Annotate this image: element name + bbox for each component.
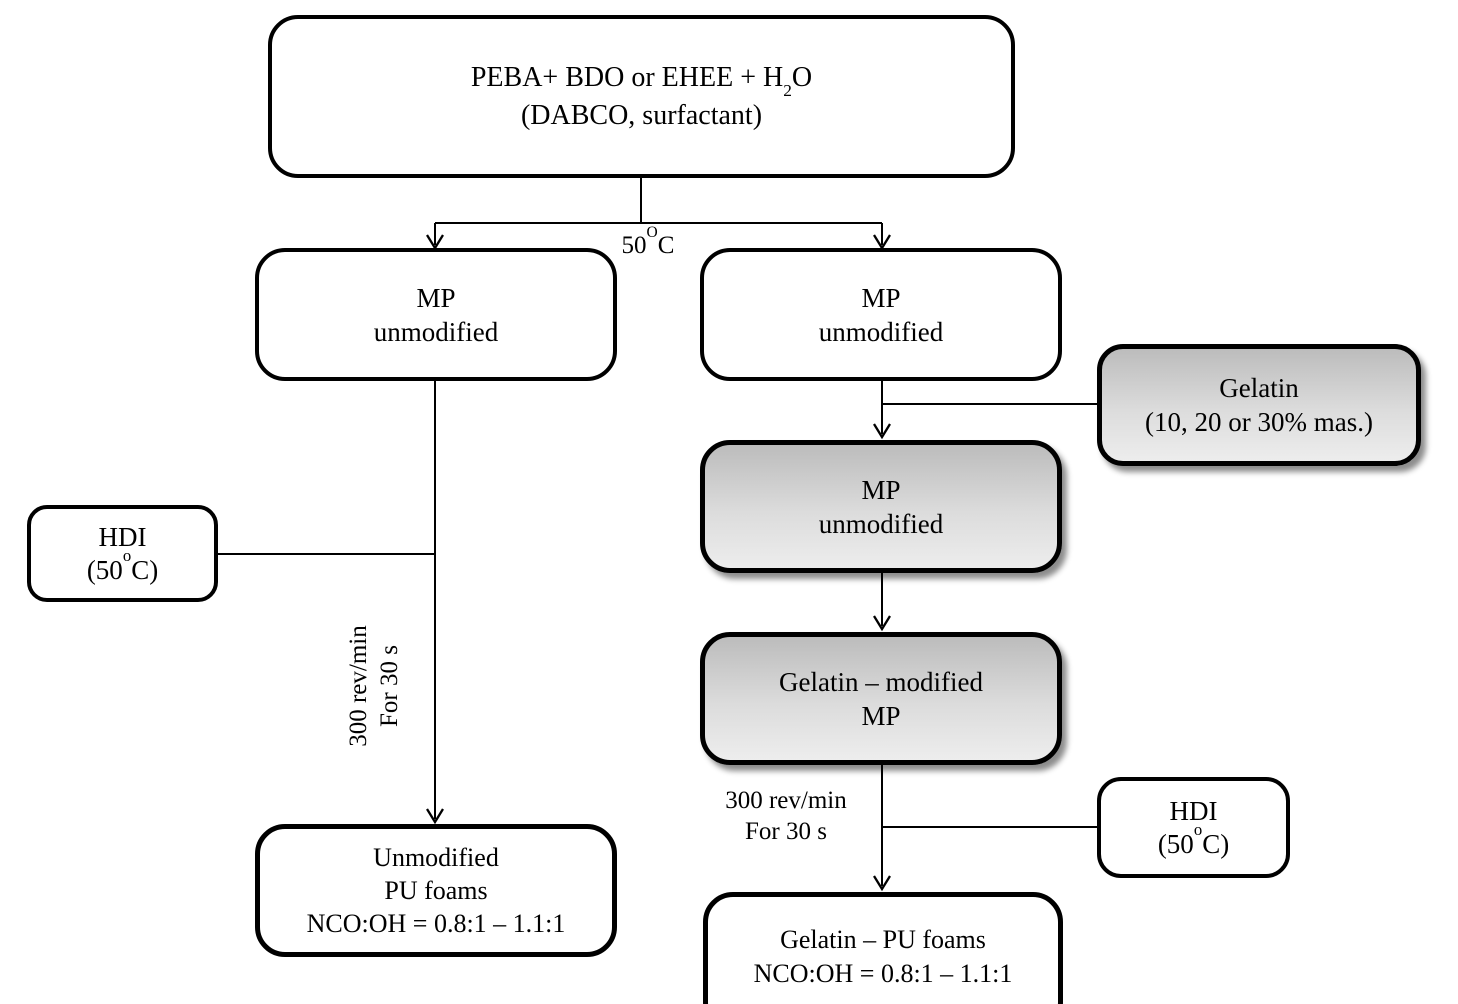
node-start-line1: PEBA+ BDO or EHEE + H2O	[470, 59, 813, 101]
label-temperature-degree: O	[646, 223, 658, 241]
node-hdi-left-unit: C)	[131, 554, 159, 585]
node-gelatin-modified-line2: MP	[861, 700, 901, 731]
arrowhead-to-gelatin-modified	[873, 615, 891, 632]
label-mixing-right-line2: For 30 s	[745, 818, 827, 845]
node-hdi-right-line1: HDI	[1169, 795, 1218, 826]
node-hdi-left-temp: (50	[86, 554, 123, 585]
node-hdi-left-line1: HDI	[98, 521, 147, 552]
node-pu-right-line2: NCO:OH = 0.8:1 – 1.1:1	[753, 959, 1013, 988]
node-hdi-right-line2: (50oC)	[1157, 821, 1230, 861]
node-hdi-right-unit: C)	[1202, 828, 1230, 859]
node-gelatin-modified-line1: Gelatin – modified	[779, 666, 983, 697]
node-mp-gray-line2: unmodified	[818, 508, 944, 539]
node-gelatin: Gelatin (10, 20 or 30% mas.)	[1097, 344, 1421, 466]
label-mixing-right-line1: 300 rev/min	[725, 787, 847, 814]
label-mixing-right: 300 rev/min For 30 s	[696, 785, 876, 847]
label-mixing-left-line2: For 30 s	[376, 645, 403, 727]
arrowhead-to-mp-gray	[873, 423, 891, 440]
node-pu-left: Unmodified PU foams NCO:OH = 0.8:1 – 1.1…	[255, 824, 617, 957]
node-mp-gray: MP unmodified	[700, 440, 1062, 573]
node-pu-left-line2: PU foams	[384, 876, 488, 905]
label-mixing-left-line1: 300 rev/min	[345, 625, 372, 747]
node-hdi-left-degree: o	[122, 545, 132, 565]
node-pu-right-line1: Gelatin – PU foams	[780, 925, 986, 954]
node-mp-gray-line1: MP	[861, 474, 901, 505]
node-start-line1-text: PEBA+ BDO or EHEE + H	[470, 61, 784, 93]
node-start: PEBA+ BDO or EHEE + H2O (DABCO, surfacta…	[268, 15, 1015, 178]
label-temperature-value: 50	[621, 232, 647, 259]
node-gelatin-line1: Gelatin	[1219, 373, 1299, 403]
label-mixing-left: 300 rev/min For 30 s	[343, 611, 407, 761]
node-gelatin-line2: (10, 20 or 30% mas.)	[1145, 407, 1373, 437]
node-hdi-left: HDI (50oC)	[27, 505, 218, 602]
node-pu-left-line3: NCO:OH = 0.8:1 – 1.1:1	[306, 909, 566, 938]
node-mp-right: MP unmodified	[700, 248, 1062, 381]
label-temperature-unit: C	[657, 232, 675, 259]
node-hdi-right-degree: o	[1193, 819, 1203, 839]
node-mp-right-line1: MP	[861, 282, 901, 313]
node-hdi-right: HDI (50oC)	[1097, 777, 1290, 878]
node-start-line1-subscript: 2	[783, 81, 792, 101]
node-pu-right: Gelatin – PU foams NCO:OH = 0.8:1 – 1.1:…	[703, 892, 1063, 1004]
node-mp-left-line1: MP	[416, 282, 456, 313]
arrowhead-to-pu-right	[873, 875, 891, 892]
node-mp-left-line2: unmodified	[373, 316, 499, 347]
node-mp-left: MP unmodified	[255, 248, 617, 381]
arrowhead-to-pu-left	[426, 808, 444, 825]
node-pu-left-line1: Unmodified	[373, 843, 499, 872]
node-hdi-left-line2: (50oC)	[86, 547, 159, 587]
node-gelatin-modified: Gelatin – modified MP	[700, 632, 1062, 765]
node-hdi-right-temp: (50	[1157, 828, 1194, 859]
node-mp-right-line2: unmodified	[818, 316, 944, 347]
node-start-line2: (DABCO, surfactant)	[520, 99, 763, 131]
label-temperature: 50OC	[600, 224, 696, 261]
node-start-line1-tail: O	[791, 61, 813, 93]
